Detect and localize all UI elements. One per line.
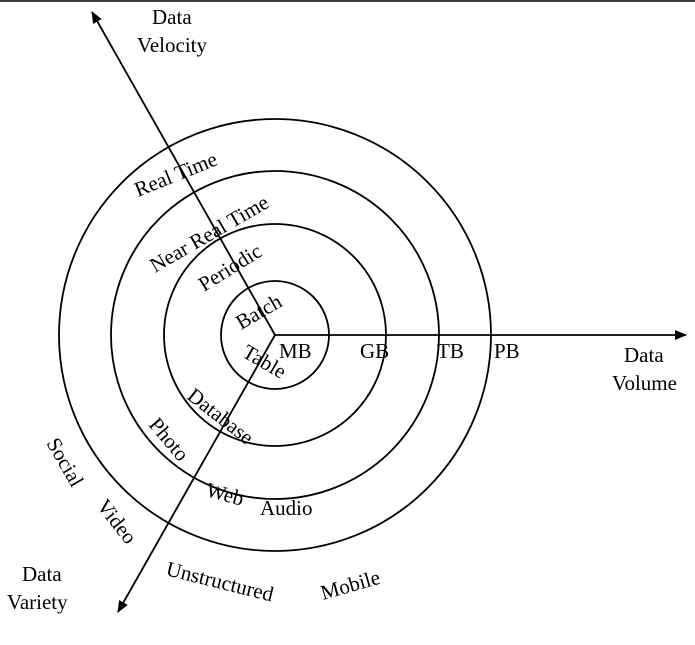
variety-item-mobile: Mobile: [318, 565, 383, 605]
variety-item-audio: Audio: [260, 496, 313, 520]
variety-item-web: Web: [204, 478, 247, 511]
variety-axis-label-line2: Variety: [7, 590, 68, 614]
volume-level-gb: GB: [360, 339, 389, 363]
volume-level-pb: PB: [494, 339, 520, 363]
variety-item-social: Social: [42, 434, 89, 492]
variety-item-video: Video: [92, 494, 142, 548]
volume-level-tb: TB: [437, 339, 464, 363]
variety-axis-label-line1: Data: [22, 562, 62, 586]
volume-axis-label-line2: Volume: [612, 371, 677, 395]
volume-axis-label-line1: Data: [624, 343, 664, 367]
variety-item-database: Database: [183, 383, 258, 449]
volume-level-mb: MB: [279, 339, 312, 363]
velocity-axis-label-line1: Data: [152, 5, 192, 29]
variety-axis: [117, 334, 276, 613]
velocity-level-batch: Batch: [232, 289, 287, 335]
velocity-axis: [91, 11, 276, 336]
variety-item-photo: Photo: [144, 413, 194, 466]
velocity-axis-label-line2: Velocity: [137, 33, 207, 57]
velocity-level-real-time: Real Time: [131, 147, 221, 202]
variety-item-unstructured: Unstructured: [164, 557, 277, 607]
